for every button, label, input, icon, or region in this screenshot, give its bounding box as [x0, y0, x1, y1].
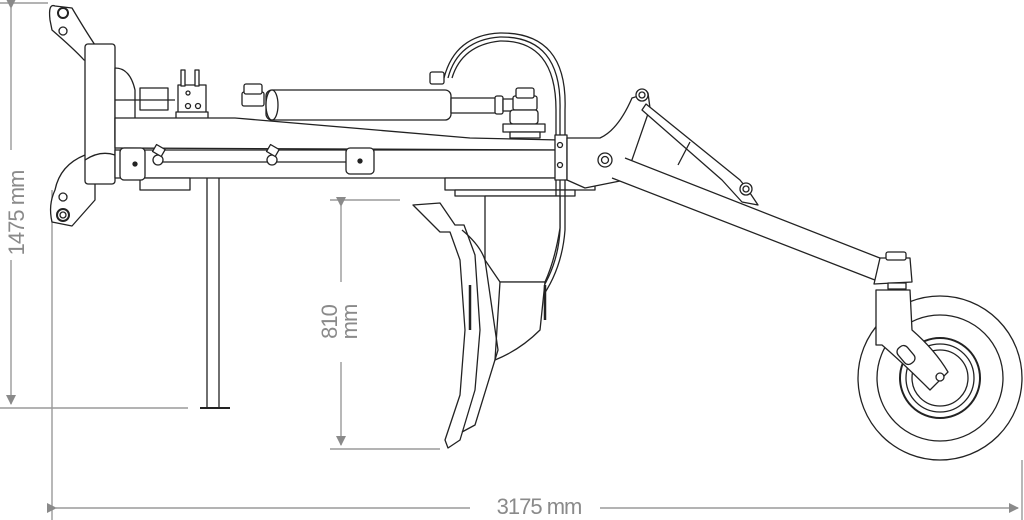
upper-beam — [114, 117, 561, 151]
main-beam — [114, 149, 561, 179]
castor-head — [873, 251, 913, 290]
hydraulic-cylinder — [241, 71, 546, 139]
ripper-tine — [412, 195, 561, 449]
length-dimension-label: 3175 mm — [484, 494, 594, 520]
parking-stand — [200, 178, 230, 409]
height-dimension-label: 1475 mm — [4, 170, 29, 256]
headstock-post — [84, 43, 116, 185]
wheel-arm — [566, 88, 891, 283]
frame-plate — [554, 134, 568, 181]
working-depth-dimension-label: 810 mm — [317, 282, 362, 362]
transport-wheel — [857, 289, 1023, 461]
headstock-upper-plate — [48, 4, 96, 63]
working-depth-unit: mm — [337, 304, 362, 340]
machine-drawing — [48, 4, 1023, 461]
